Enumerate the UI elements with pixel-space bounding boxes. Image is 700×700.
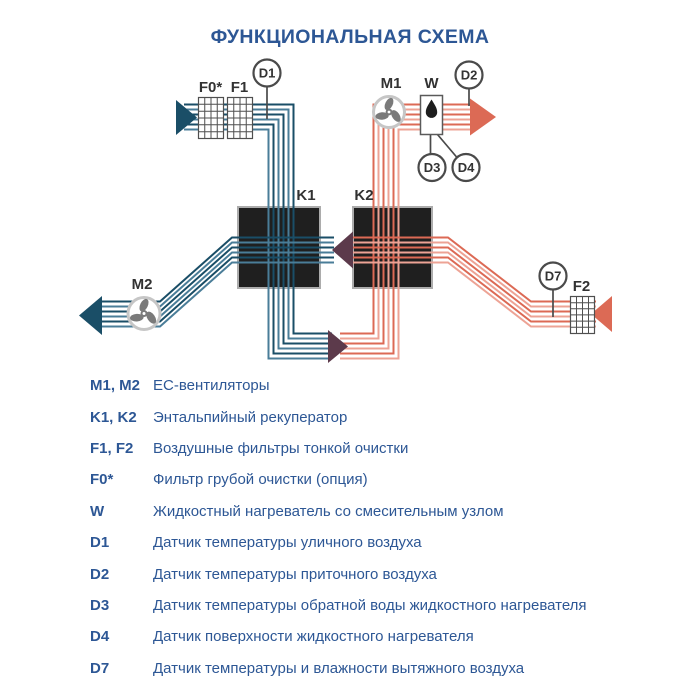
legend-description: Воздушные фильтры тонкой очистки xyxy=(153,439,409,457)
legend-description: Энтальпийный рекуператор xyxy=(153,408,348,426)
droplet-icon xyxy=(425,99,438,118)
exhaust-warm-lines-dark xyxy=(353,236,596,323)
supply-outlet-arrow-icon xyxy=(470,98,496,136)
label-m1: M1 xyxy=(381,75,402,92)
sensor-label-d1: D1 xyxy=(259,66,276,81)
legend-description: Фильтр грубой очистки (опция) xyxy=(153,471,368,489)
legend-description: Датчик температуры уличного воздуха xyxy=(153,534,422,552)
legend-description: Датчик температуры обратной воды жидкост… xyxy=(153,596,587,614)
sensor-circle-d4: D4 xyxy=(451,152,481,183)
sensor-circle-d7: D7 xyxy=(538,261,568,291)
filter-grid-f2-icon xyxy=(569,295,596,335)
legend-description: Датчик температуры приточного воздуха xyxy=(153,565,437,583)
sensor-circle-d1: D1 xyxy=(252,58,282,88)
exhaust-outlet-arrow-icon xyxy=(79,296,102,335)
sensor-label-d3: D3 xyxy=(424,160,441,175)
legend-key: W xyxy=(90,502,105,520)
legend-description: ЕС-вентиляторы xyxy=(153,377,270,395)
legend-row-k1-k2: K1, K2 Энтальпийный рекуператор xyxy=(0,401,700,432)
legend-description: Датчик температуры и влажности вытяжного… xyxy=(153,659,525,677)
sensor-stems xyxy=(266,86,554,317)
legend-row-f1-f2: F1, F2 Воздушные фильтры тонкой очистки xyxy=(0,433,700,464)
legend: M1, M2 ЕС-вентиляторы K1, K2 Энтальпийны… xyxy=(0,370,700,684)
legend-description: Жидкостный нагреватель со смесительным у… xyxy=(153,502,504,520)
legend-row-m1-m2: M1, M2 ЕС-вентиляторы xyxy=(0,370,700,401)
label-k1: K1 xyxy=(296,187,315,204)
outdoor-intake-arrow-icon xyxy=(176,100,197,135)
exhaust-transition-arrow-icon xyxy=(332,231,353,269)
fan-icon-m1 xyxy=(372,95,406,129)
sensor-label-d4: D4 xyxy=(458,160,475,175)
fan-icon-m2 xyxy=(126,296,162,331)
page-title: ФУНКЦИОНАЛЬНАЯ СХЕМА xyxy=(210,26,490,48)
legend-key: F0* xyxy=(90,471,114,489)
label-f1: F1 xyxy=(231,79,249,96)
filter-grid-f0-icon xyxy=(197,96,225,140)
label-w: W xyxy=(424,75,439,92)
functional-scheme-diagram: D1 D2 D3 D4 D7 F0* F1 M1 W K1 K2 M2 F2 xyxy=(79,58,612,363)
legend-key: D7 xyxy=(90,659,110,677)
legend-description: Датчик поверхности жидкостного нагревате… xyxy=(153,628,474,646)
sensor-circle-d2: D2 xyxy=(454,60,484,90)
sensor-label-d2: D2 xyxy=(461,68,478,83)
legend-row-d7: D7 Датчик температуры и влажности вытяжн… xyxy=(0,653,700,684)
label-m2: M2 xyxy=(132,276,153,293)
heater-box-w xyxy=(419,94,444,136)
legend-row-w: W Жидкостный нагреватель со смесительным… xyxy=(0,496,700,527)
legend-key: M1, M2 xyxy=(90,377,141,395)
legend-key: K1, K2 xyxy=(90,408,137,426)
legend-row-d4: D4 Датчик поверхности жидкостного нагрев… xyxy=(0,621,700,652)
legend-row-d2: D2 Датчик температуры приточного воздуха xyxy=(0,558,700,589)
sensor-circle-d3: D3 xyxy=(417,152,447,183)
legend-key: D1 xyxy=(90,534,110,552)
legend-key: F1, F2 xyxy=(90,439,134,457)
sensor-label-d7: D7 xyxy=(545,269,562,284)
legend-row-f0: F0* Фильтр грубой очистки (опция) xyxy=(0,464,700,495)
legend-key: D4 xyxy=(90,628,110,646)
legend-key: D3 xyxy=(90,596,110,614)
filter-grid-f1-icon xyxy=(226,96,254,140)
label-k2: K2 xyxy=(354,187,373,204)
legend-row-d1: D1 Датчик температуры уличного воздуха xyxy=(0,527,700,558)
supply-transition-arrow-icon xyxy=(328,330,348,363)
legend-row-d3: D3 Датчик температуры обратной воды жидк… xyxy=(0,590,700,621)
legend-key: D2 xyxy=(90,565,110,583)
exhaust-intake-arrow-icon xyxy=(591,296,612,332)
label-f0: F0* xyxy=(199,79,223,96)
exhaust-warm-lines-light xyxy=(353,241,596,328)
label-f2: F2 xyxy=(573,278,591,295)
